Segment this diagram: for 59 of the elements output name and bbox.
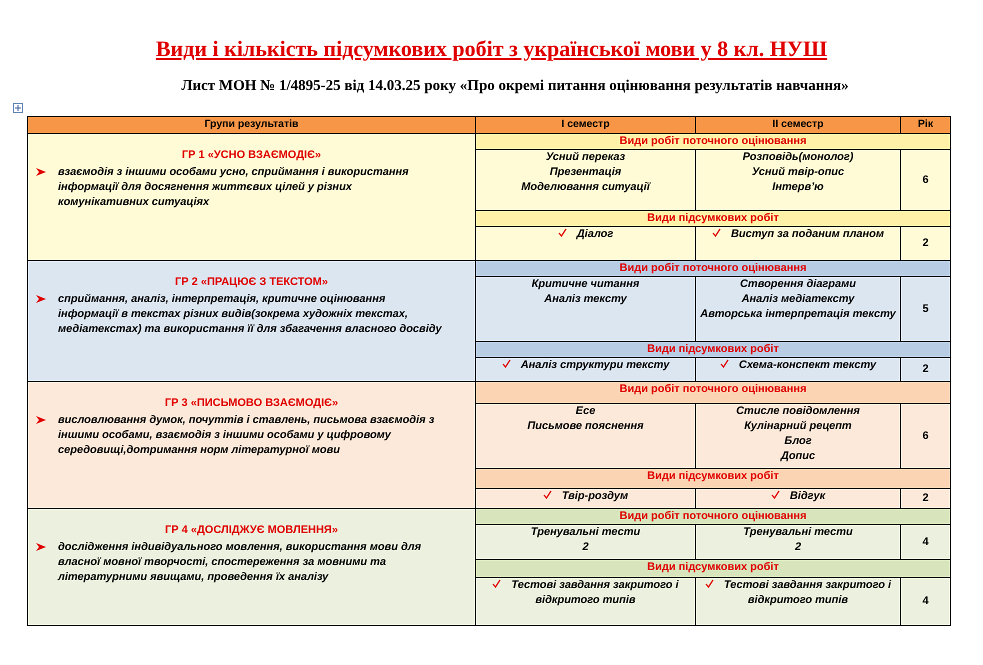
column-header: Рік [900, 116, 950, 134]
group-description: взаємодія з іншими особами усно, сприймання і використання інформації для досягнення життєвих цілей у різних комунікативних ситуаціях [58, 165, 410, 210]
work-item: Моделювання ситуації [520, 180, 652, 195]
column-header: I семестр [476, 116, 696, 134]
work-item: Тестові завдання закритого і відкритого типів [511, 579, 679, 606]
work-item: Усний переказ [544, 150, 626, 165]
work-item: Схема-конспект тексту [738, 359, 876, 371]
group-heading: ГР 3 «ПИСЬМОВО ВЗАЄМОДІЄ» [164, 396, 340, 411]
work-item: Письмове пояснення [526, 419, 645, 434]
work-item: Есе [574, 404, 596, 419]
work-item: Створення діаграми [738, 277, 857, 292]
work-item: Критичне читання [530, 277, 640, 292]
column-header: Групи результатів [28, 116, 476, 134]
section-header: Види підсумкових робіт [476, 560, 950, 578]
work-item: Стисле повідомлення [735, 404, 861, 419]
section-header: Види підсумкових робіт [476, 468, 950, 488]
section-header: Види робіт поточного оцінювання [476, 508, 950, 524]
count-value: 2 [900, 358, 950, 382]
count-value: 5 [900, 276, 950, 342]
work-item: Аналіз структури тексту [520, 359, 670, 371]
work-item: Аналіз медіатексту [740, 292, 856, 307]
count-value: 4 [900, 578, 950, 626]
column-header: II семестр [696, 116, 900, 134]
work-item: Допис [779, 449, 816, 464]
count-value: 6 [900, 404, 950, 468]
work-item: Тренувальні тести [742, 525, 854, 540]
work-item: Тренувальні тести [530, 525, 642, 540]
group-heading: ГР 1 «УСНО ВЗАЄМОДІЄ» [180, 148, 322, 163]
page-title: Види і кількість підсумкових робіт з української мови у 8 кл. НУШ [156, 36, 828, 61]
count-value: 4 [900, 524, 950, 560]
work-item: Кулінарний рецепт [743, 419, 853, 434]
work-item: Відгук [790, 490, 826, 502]
work-item: Діалог [576, 228, 614, 240]
work-item: Авторська інтерпретація тексту [699, 307, 897, 322]
section-header: Види робіт поточного оцінювання [476, 134, 950, 150]
group-description: сприймання, аналіз, інтерпретація, критичне оцінювання інформації в текстах різних видів(зокрема художніх текстах, медіатекстах) та використання її для збагачення власного досвіду [58, 292, 443, 337]
group-heading: ГР 4 «ДОСЛІДЖУЄ МОВЛЕННЯ» [164, 523, 339, 538]
count-value: 6 [900, 150, 950, 210]
section-header: Види підсумкових робіт [476, 342, 950, 358]
count-value: 2 [900, 488, 950, 508]
work-item: Виступ за поданим планом [730, 228, 884, 240]
work-item: Інтерв’ю [771, 180, 825, 195]
work-item: Блог [783, 434, 813, 449]
group-description: висловлювання думок, почуттів і ставлень, письмова взаємодія з іншими особами, взаємодія з іншими особами у цифровому середовищі,дотримання норм літературної мови [58, 413, 436, 458]
work-item: Тестові завдання закритого і відкритого типів [724, 579, 892, 606]
work-item: 2 [794, 540, 802, 555]
section-header: Види робіт поточного оцінювання [476, 382, 950, 404]
work-item: Твір-роздум [562, 490, 628, 502]
section-header: Види робіт поточного оцінювання [476, 260, 950, 276]
work-item: 2 [581, 540, 590, 555]
work-item: Розповідь(монолог) [742, 150, 854, 165]
group-heading: ГР 2 «ПРАЦЮЄ З ТЕКСТОМ» [174, 275, 329, 290]
group-description: дослідження індивідуального мовлення, використання мови для власної мовної творчості, спостереження за мовними та літературними явищами, проведення їх аналізу [58, 540, 422, 585]
document-reference: Лист МОН № 1/4895-25 від 14.03.25 року «Про окремі питання оцінювання результатів навчання» [181, 78, 849, 94]
section-header: Види підсумкових робіт [476, 210, 950, 226]
work-item: Усний твір-опис [750, 165, 846, 180]
work-item: Презентація [548, 165, 622, 180]
work-item: Аналіз тексту [543, 292, 628, 307]
count-value: 2 [900, 226, 950, 260]
